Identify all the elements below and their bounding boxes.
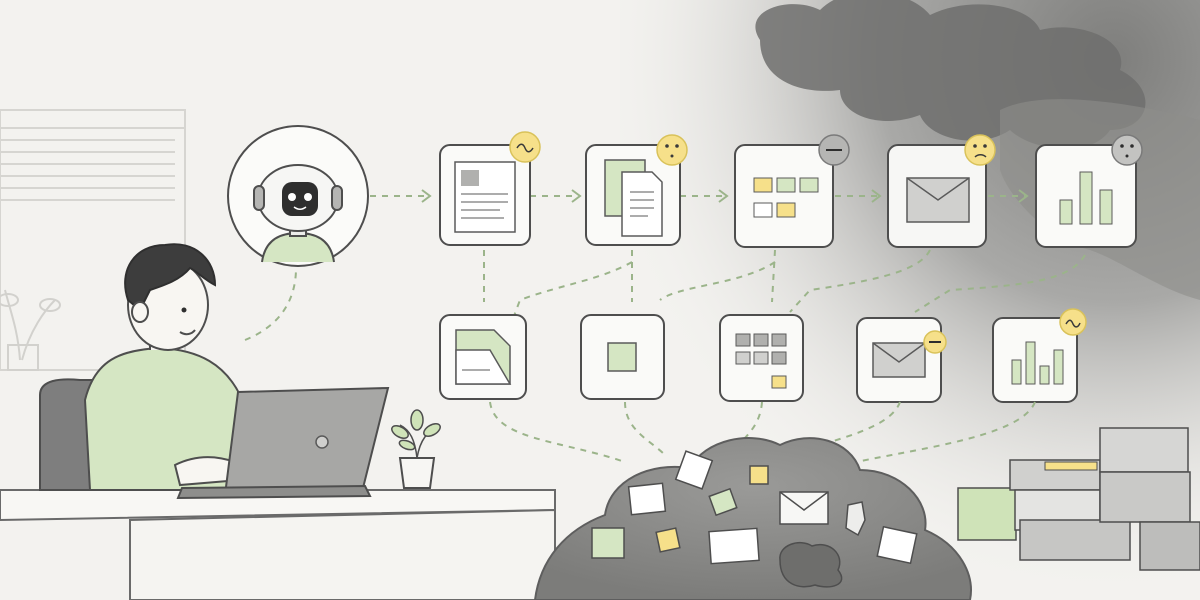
card-envelope [887, 144, 987, 248]
card-bar-chart [1035, 144, 1137, 248]
card-square [580, 314, 665, 400]
badge-minus-small [923, 330, 947, 354]
badge-wave [509, 131, 541, 163]
card-grid-small [719, 314, 804, 402]
arrow-heads [421, 189, 1029, 203]
middle-connectors [483, 249, 1086, 317]
card-bar-chart-small [992, 317, 1078, 403]
card-envelope-small [856, 317, 942, 403]
paper-stacks [957, 427, 1200, 571]
card-document [439, 144, 531, 246]
junk-pile [533, 437, 972, 600]
desk-plant [391, 409, 441, 489]
card-files [585, 144, 681, 246]
desk [0, 489, 556, 600]
card-folded-document [439, 314, 527, 400]
laptop [176, 386, 390, 500]
card-grid [734, 144, 834, 248]
person-robot-connector [244, 269, 297, 341]
background-plant [0, 289, 61, 371]
badge-confused [656, 134, 688, 166]
badge-minus [818, 134, 850, 166]
badge-confused-grey [1111, 134, 1143, 166]
robot-avatar [227, 125, 369, 267]
badge-wave-small [1059, 308, 1087, 336]
badge-sad [964, 134, 996, 166]
window-frame [0, 109, 186, 371]
